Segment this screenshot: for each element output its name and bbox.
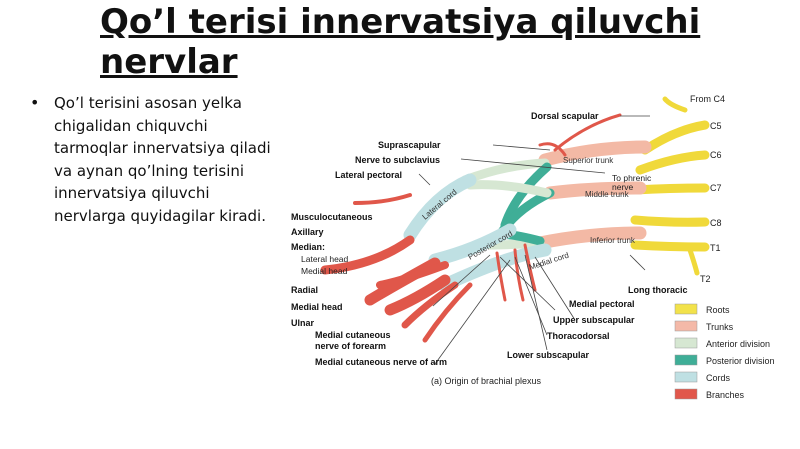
- label-long-thoracic: Long thoracic: [628, 285, 688, 295]
- inferior-trunk-label: Inferior trunk: [590, 236, 636, 245]
- superior-trunk-label: Superior trunk: [563, 156, 614, 165]
- legend-label-roots: Roots: [706, 305, 730, 315]
- label-medial-head: Medial head: [291, 302, 343, 312]
- label-dorsal-scapular: Dorsal scapular: [531, 111, 599, 121]
- legend-label-anterior-division: Anterior division: [706, 339, 770, 349]
- brachial-plexus-figure: Superior trunk Middle trunk Inferior tru…: [291, 94, 775, 400]
- label-radial: Radial: [291, 285, 318, 295]
- legend-swatch-posterior-division: [674, 354, 698, 366]
- label-to-phrenic-2: nerve: [612, 182, 634, 192]
- figure-caption: (a) Origin of brachial plexus: [431, 376, 542, 386]
- label-mcn-forearm-2: nerve of forearm: [315, 341, 386, 351]
- bullet-text: Qo’l terisini asosan yelka chigalidan ch…: [54, 94, 271, 225]
- root-label-c7: C7: [710, 183, 722, 193]
- cords-group: [403, 173, 552, 292]
- label-medial-pectoral: Medial pectoral: [569, 299, 635, 309]
- nerve-sublabels: To phrenic nerve Lateral head Medial hea…: [301, 173, 652, 276]
- branches-group: [320, 113, 622, 343]
- root-label-t2: T2: [700, 274, 711, 284]
- root-label-t1: T1: [710, 243, 721, 253]
- legend-swatch-trunks: [674, 320, 698, 332]
- legend-label-cords: Cords: [706, 373, 731, 383]
- legend-label-branches: Branches: [706, 390, 745, 400]
- root-label-c8: C8: [710, 218, 722, 228]
- middle-trunk-label: Middle trunk: [585, 190, 630, 199]
- legend-label-trunks: Trunks: [706, 322, 734, 332]
- bullet-icon: •: [30, 93, 40, 112]
- bullet-item: • Qo’l terisini asosan yelka chigalidan …: [30, 92, 280, 227]
- label-lateral-head: Lateral head: [301, 254, 349, 264]
- label-musculocutaneous: Musculocutaneous: [291, 212, 373, 222]
- label-nerve-to-subclavius: Nerve to subclavius: [355, 155, 440, 165]
- trunks-group: [533, 140, 652, 250]
- label-mcn-forearm-1: Medial cutaneous: [315, 330, 391, 340]
- label-mcn-arm: Medial cutaneous nerve of arm: [315, 357, 447, 367]
- label-suprascapular: Suprascapular: [378, 140, 441, 150]
- legend-label-posterior-division: Posterior division: [706, 356, 775, 366]
- root-label-c6: C6: [710, 150, 722, 160]
- label-median-medial-head: Medial head: [301, 266, 348, 276]
- label-to-phrenic-1: To phrenic: [612, 173, 652, 183]
- legend-swatch-roots: [674, 303, 698, 315]
- legend-swatch-anterior-division: [674, 337, 698, 349]
- label-lower-subscapular: Lower subscapular: [507, 350, 590, 360]
- leader-lines: [418, 115, 650, 365]
- label-thoracodorsal: Thoracodorsal: [547, 331, 610, 341]
- root-labels: From C4 C5 C6 C7 C8 T1 T2: [690, 94, 725, 284]
- label-median: Median:: [291, 242, 325, 252]
- label-ulnar: Ulnar: [291, 318, 315, 328]
- label-axillary: Axillary: [291, 227, 324, 237]
- root-label-c4: From C4: [690, 94, 725, 104]
- nerve-labels: Dorsal scapular Suprascapular Nerve to s…: [291, 111, 688, 367]
- label-upper-subscapular: Upper subscapular: [553, 315, 635, 325]
- legend-swatch-cords: [674, 371, 698, 383]
- root-label-c5: C5: [710, 121, 722, 131]
- legend-swatch-branches: [674, 388, 698, 400]
- figure-legend: Roots Trunks Anterior division Posterior…: [674, 303, 775, 400]
- label-lateral-pectoral: Lateral pectoral: [335, 170, 402, 180]
- slide-title: Qo’l terisi innervatsiya qiluvchi nervla…: [100, 2, 701, 82]
- bullet-list: • Qo’l terisini asosan yelka chigalidan …: [30, 92, 280, 227]
